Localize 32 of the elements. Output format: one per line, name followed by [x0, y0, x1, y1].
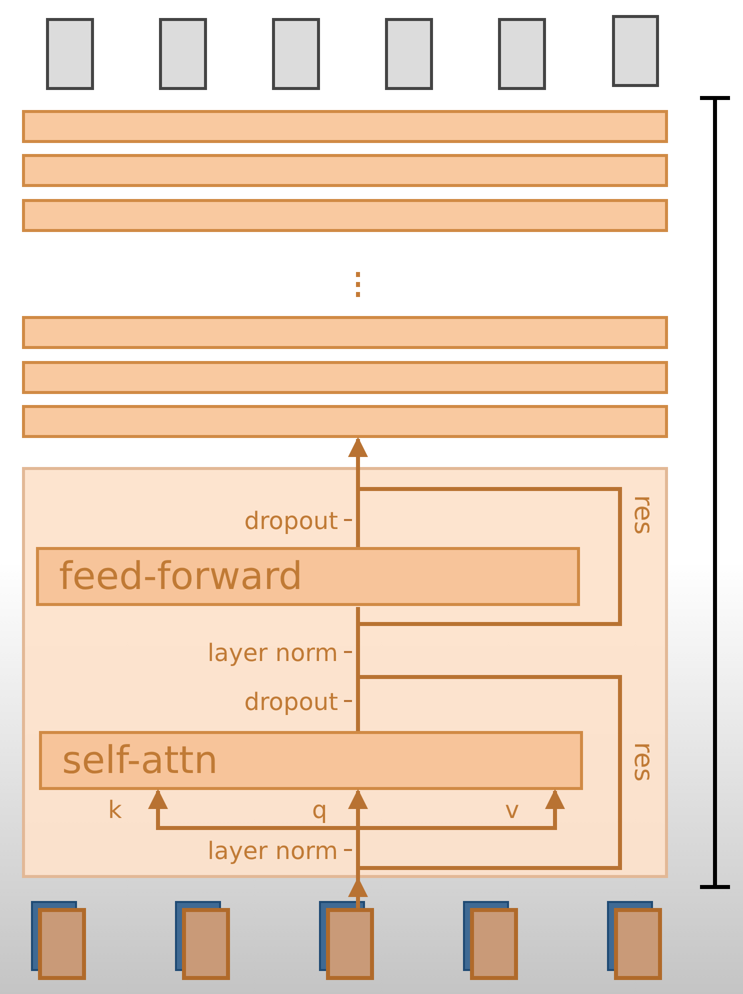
output-token — [272, 18, 320, 90]
output-token — [46, 18, 94, 90]
layer-bar — [22, 110, 668, 143]
layer-label: k — [108, 798, 122, 822]
layer-bar — [22, 361, 668, 394]
input-token — [614, 908, 662, 980]
layer-label: layer norm — [207, 839, 338, 863]
transformer-block — [22, 467, 668, 878]
input-token — [182, 908, 230, 980]
arrow — [148, 789, 358, 830]
output-token — [159, 18, 207, 90]
layer-bar — [22, 316, 668, 349]
arrow — [358, 789, 565, 830]
layer-label: layer norm — [207, 641, 338, 665]
input-token — [38, 908, 86, 980]
layer-bar — [22, 154, 668, 187]
output-token — [385, 18, 433, 90]
layer-label: q — [312, 798, 328, 822]
layer-label: v — [505, 798, 520, 822]
output-token — [612, 15, 659, 87]
layer-box: self-attn — [39, 731, 583, 790]
layer-box: feed-forward — [36, 547, 580, 606]
layer-label: dropout — [244, 509, 338, 533]
layer-bar — [22, 405, 668, 438]
layer-bar — [22, 199, 668, 232]
layer-label: res — [630, 495, 656, 535]
input-token — [326, 908, 374, 980]
input-token — [470, 908, 518, 980]
layer-label: dropout — [244, 690, 338, 714]
output-token — [498, 18, 546, 90]
arrow — [348, 437, 368, 547]
layer-label: res — [630, 742, 656, 782]
